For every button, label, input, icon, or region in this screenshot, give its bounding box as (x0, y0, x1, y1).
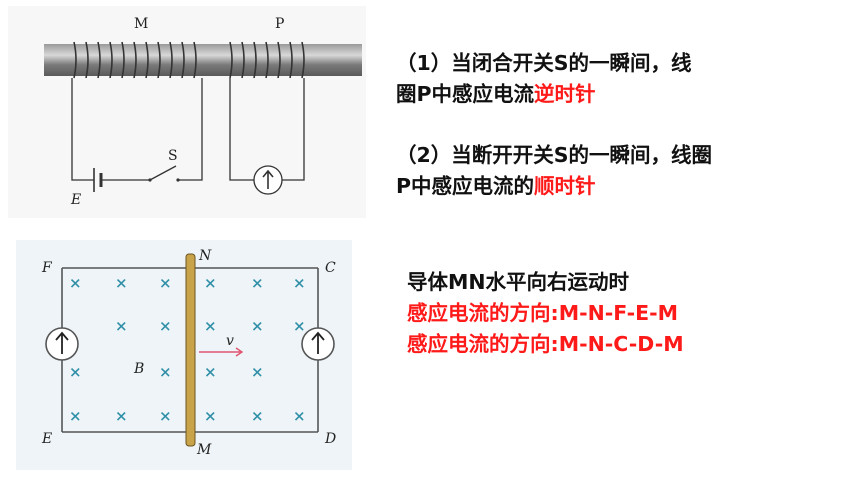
galvanometer-needle-icon (262, 169, 274, 189)
field-mark: × (115, 274, 128, 292)
field-mark: × (251, 317, 264, 335)
field-mark: × (293, 317, 306, 335)
q2-line2: P中感应电流的顺时针 (396, 171, 712, 202)
q1-line2: 圈P中感应电流逆时针 (396, 79, 692, 110)
label-p: P (275, 16, 284, 32)
label-n: N (198, 248, 212, 264)
label-m-bottom: M (196, 442, 212, 458)
field-mark: × (204, 407, 217, 425)
label-e-bottom: E (41, 431, 52, 447)
switch-pivot (148, 178, 152, 182)
magnetic-field-marks: × × × × × × × × × × × × × × × × × × × × … (69, 274, 306, 425)
field-mark: × (115, 317, 128, 335)
motion-heading: 导体MN水平向右运动时 (407, 270, 630, 294)
solenoid-svg: M P S E (44, 16, 362, 208)
field-mark: × (159, 407, 172, 425)
field-mark: × (204, 274, 217, 292)
field-mark: × (204, 363, 217, 381)
switch-contact (176, 178, 180, 182)
sliding-rod-diagram: × × × × × × × × × × × × × × × × × × × × … (16, 240, 352, 470)
field-mark: × (69, 363, 82, 381)
label-e: E (70, 192, 81, 208)
q2-line2-prefix: P中感应电流的 (396, 174, 535, 198)
left-needle-icon (55, 331, 69, 354)
q1-line2-prefix: 圈P中感应电流 (396, 82, 535, 106)
field-mark: × (251, 407, 264, 425)
right-needle-icon (311, 331, 325, 354)
label-m: M (134, 16, 148, 32)
primary-circuit (71, 78, 203, 181)
label-c: C (325, 260, 336, 276)
battery-symbol (93, 168, 103, 192)
conducting-rod-mn (185, 253, 196, 447)
field-mark: × (251, 274, 264, 292)
label-d: D (324, 431, 336, 447)
field-mark: × (159, 317, 172, 335)
q1-answer: 逆时针 (534, 82, 596, 106)
q2-line1: （2）当断开开关S的一瞬间，线圈 (396, 143, 713, 167)
coil-p (229, 41, 305, 79)
secondary-circuit (229, 78, 305, 181)
coil-m (73, 41, 197, 79)
field-mark: × (159, 274, 172, 292)
q2-answer: 顺时针 (534, 174, 596, 198)
current-direction-2: 感应电流的方向:M-N-C-D-M (407, 332, 684, 356)
label-s: S (168, 148, 178, 164)
velocity-arrow-icon (199, 347, 244, 357)
field-mark: × (115, 407, 128, 425)
field-mark: × (159, 363, 172, 381)
field-mark: × (69, 274, 82, 292)
question-2-answer: （2）当断开开关S的一瞬间，线圈 P中感应电流的顺时针 (396, 140, 712, 202)
motion-answer: 导体MN水平向右运动时 感应电流的方向:M-N-F-E-M 感应电流的方向:M-… (407, 267, 684, 360)
rails-svg: × × × × × × × × × × × × × × × × × × × × … (41, 248, 336, 458)
q1-line1: （1）当闭合开关S的一瞬间，线 (396, 51, 692, 75)
field-mark: × (293, 407, 306, 425)
label-f: F (41, 260, 53, 276)
field-mark: × (293, 274, 306, 292)
label-b: B (133, 361, 144, 377)
question-1-answer: （1）当闭合开关S的一瞬间，线 圈P中感应电流逆时针 (396, 48, 692, 110)
label-v: v (226, 333, 234, 349)
field-mark: × (251, 363, 264, 381)
current-direction-1: 感应电流的方向:M-N-F-E-M (407, 301, 679, 325)
iron-core (44, 44, 362, 76)
field-mark: × (69, 407, 82, 425)
field-mark: × (204, 317, 217, 335)
solenoid-circuit-diagram: M P S E (8, 6, 366, 218)
